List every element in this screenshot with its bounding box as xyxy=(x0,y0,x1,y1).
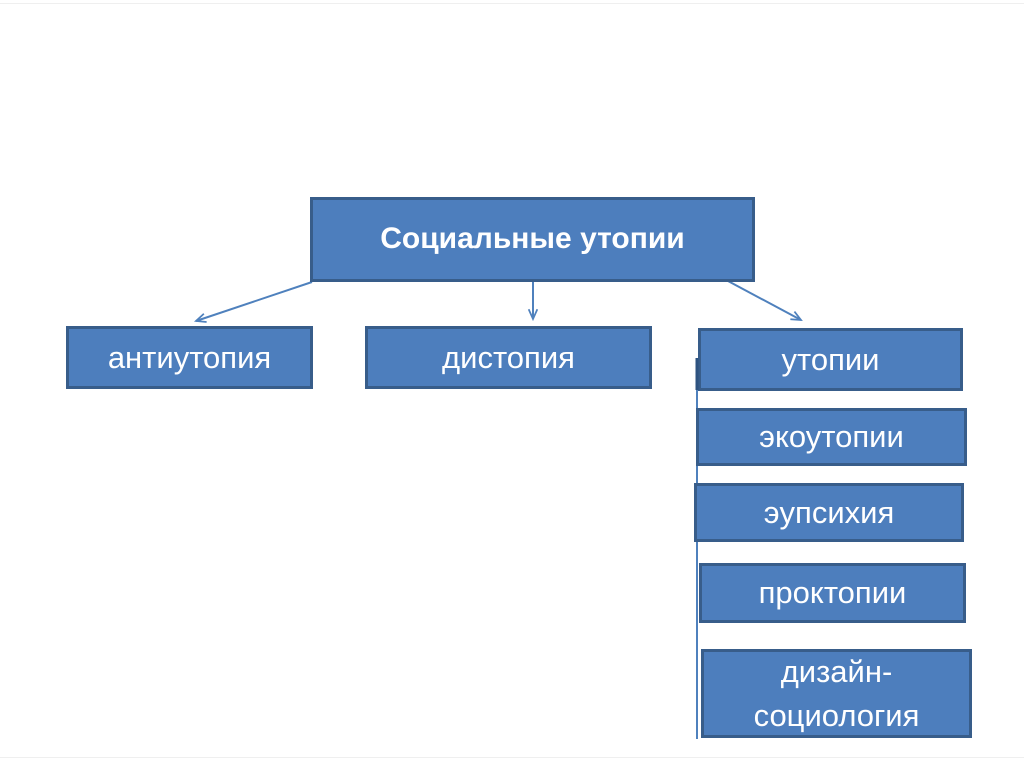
box-eupsychia-label: эупсихия xyxy=(763,494,895,530)
slide-bottom-edge xyxy=(0,757,1024,758)
slide-top-edge xyxy=(0,3,1024,4)
box-dystopia-label: дистопия xyxy=(442,339,575,375)
box-utopias: утопии xyxy=(698,328,963,391)
box-design-sociology-line1: дизайн- xyxy=(780,653,893,689)
box-dystopia: дистопия xyxy=(365,326,652,389)
box-social-utopias: Социальные утопии xyxy=(310,197,755,282)
box-utopias-label: утопии xyxy=(781,341,880,377)
box-design-sociology: дизайн- социология xyxy=(701,649,972,738)
connector-root-to-utopias xyxy=(727,280,803,322)
box-proctopias: проктопии xyxy=(699,563,966,623)
box-social-utopias-label: Социальные утопии xyxy=(380,222,685,256)
box-antiutopia-label: антиутопия xyxy=(107,339,272,375)
box-antiutopia: антиутопия xyxy=(66,326,313,389)
box-proctopias-label: проктопии xyxy=(758,575,907,611)
box-ecoutopias-label: экоутопии xyxy=(759,419,904,455)
box-design-sociology-line2: социология xyxy=(753,697,920,733)
box-eupsychia: эупсихия xyxy=(694,483,964,542)
connector-root-to-antiutopia xyxy=(193,281,313,323)
box-ecoutopias: экоутопии xyxy=(696,408,967,466)
